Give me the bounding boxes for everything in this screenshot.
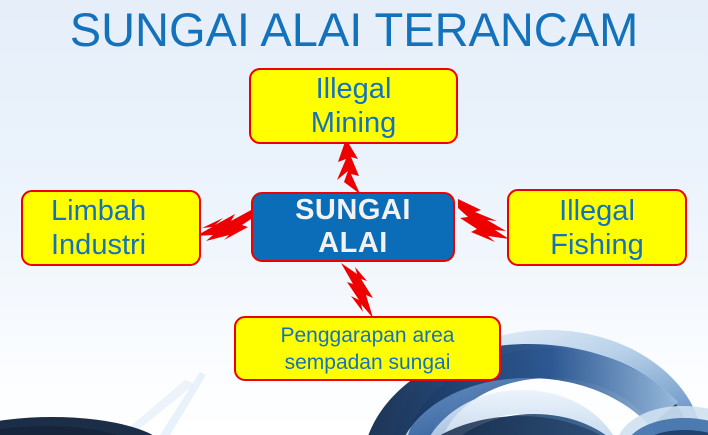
connector-top bbox=[318, 138, 378, 198]
node-line-1: Limbah bbox=[51, 195, 147, 227]
node-label-illegal-mining: Illegal Mining bbox=[251, 72, 456, 140]
node-label-limbah-industri: Limbah Industri bbox=[23, 194, 199, 262]
node-label-sungai-alai: SUNGAI ALAI bbox=[253, 194, 453, 260]
node-line-2: sempadan sungai bbox=[284, 350, 451, 374]
node-label-penggarapan: Penggarapan area sempadan sungai bbox=[236, 322, 499, 376]
node-label-illegal-fishing: Illegal Fishing bbox=[509, 194, 685, 262]
diagram-node-penggarapan-area-sempadan-sungai[interactable]: Penggarapan area sempadan sungai bbox=[234, 316, 501, 381]
diagram-node-center-sungai-alai[interactable]: SUNGAI ALAI bbox=[251, 192, 455, 262]
node-line-2: Mining bbox=[310, 107, 397, 139]
node-line-1: Illegal bbox=[559, 194, 635, 227]
node-line-1: Illegal bbox=[315, 73, 392, 105]
node-line-1: Penggarapan area bbox=[280, 323, 455, 347]
diagram-node-limbah-industri[interactable]: Limbah Industri bbox=[21, 190, 201, 266]
node-line-2: Industri bbox=[51, 229, 147, 261]
connector-left bbox=[193, 205, 255, 251]
diagram-node-illegal-fishing[interactable]: Illegal Fishing bbox=[507, 189, 687, 266]
diagram-node-illegal-mining[interactable]: Illegal Mining bbox=[249, 68, 458, 144]
connector-bottom bbox=[335, 262, 389, 320]
page-title: SUNGAI ALAI TERANCAM bbox=[69, 3, 639, 56]
node-line-1: SUNGAI bbox=[295, 194, 411, 226]
corner-ellipse-left bbox=[0, 417, 153, 435]
node-line-2: ALAI bbox=[318, 227, 388, 259]
node-line-2: Fishing bbox=[550, 228, 644, 261]
